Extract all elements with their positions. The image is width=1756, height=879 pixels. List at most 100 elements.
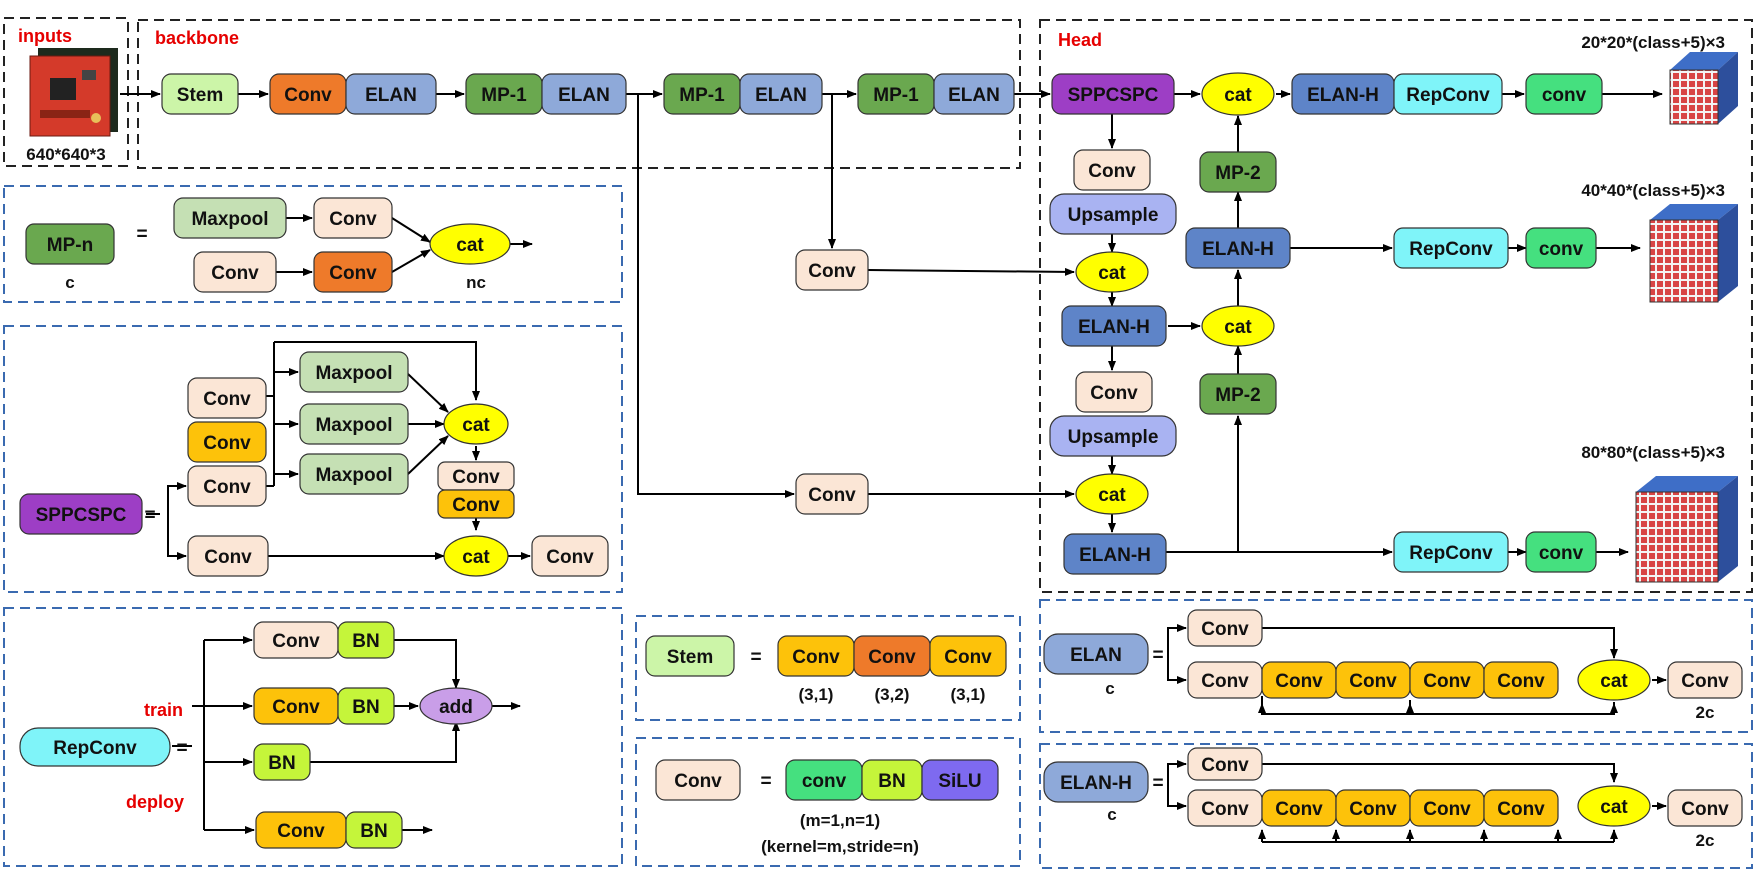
conv-label: Conv bbox=[272, 697, 320, 718]
stem-label: Stem bbox=[177, 85, 223, 106]
bn-label: BN bbox=[360, 821, 387, 842]
conv-label: Conv bbox=[1681, 799, 1729, 820]
cat-node bbox=[1075, 251, 1149, 293]
conv-label: Conv bbox=[1201, 671, 1249, 692]
elan-label: ELAN bbox=[558, 85, 610, 106]
bn-label: BN bbox=[352, 631, 379, 652]
repconv-block bbox=[1393, 531, 1509, 573]
conv-block bbox=[1187, 609, 1263, 647]
elan-h-block bbox=[1063, 533, 1167, 575]
add-node bbox=[419, 687, 493, 725]
cat-label: cat bbox=[462, 415, 490, 436]
conv-label: Conv bbox=[1681, 671, 1729, 692]
conv-label: Conv bbox=[284, 85, 332, 106]
cat-node bbox=[443, 535, 509, 577]
conv-label: Conv bbox=[1201, 619, 1249, 640]
conv-definition: Conv = conv BN SiLU (m=1,n=1) (kernel=m,… bbox=[655, 759, 999, 856]
maxpool-block bbox=[299, 351, 409, 393]
conv-label: Conv bbox=[329, 263, 377, 284]
conv-green-label: conv bbox=[802, 771, 847, 792]
conv-block bbox=[1075, 371, 1153, 413]
kernel-stride-3-1: (3,1) bbox=[799, 685, 834, 704]
elan-h-label: ELAN-H bbox=[1060, 773, 1132, 794]
upsample-block bbox=[1049, 193, 1177, 235]
feature-map-cube-icon bbox=[1635, 476, 1738, 583]
conv-block-yellow bbox=[437, 489, 515, 519]
conv-label: Conv bbox=[329, 209, 377, 230]
repconv-label: RepConv bbox=[1409, 543, 1493, 564]
cat-label: cat bbox=[456, 235, 484, 256]
conv-label: Conv bbox=[272, 631, 320, 652]
sppcspc-label: SPPCSPC bbox=[36, 505, 127, 526]
cat-node bbox=[443, 403, 509, 445]
conv-green-label: conv bbox=[1539, 543, 1584, 564]
conv-label: Conv bbox=[808, 485, 856, 506]
conv-block bbox=[313, 197, 393, 239]
repconv-frame bbox=[3, 607, 623, 867]
mpn-label: MP-n bbox=[47, 235, 93, 256]
conv-block bbox=[1667, 661, 1743, 699]
conv-label: Conv bbox=[1275, 671, 1323, 692]
upsample-label: Upsample bbox=[1068, 205, 1159, 226]
equals-sign: = bbox=[1152, 773, 1163, 794]
train-label: train bbox=[144, 700, 183, 720]
elan-h-block bbox=[1043, 761, 1149, 803]
backbone-nodes: Stem Conv ELAN MP-1 ELAN MP-1 ELAN MP-1 … bbox=[161, 73, 1015, 515]
conv-block bbox=[1667, 789, 1743, 827]
elanh-definition: ELAN-H = c Conv Conv Conv Conv Conv Conv… bbox=[1043, 747, 1743, 850]
conv-label: Conv bbox=[1423, 671, 1471, 692]
conv-block bbox=[531, 535, 609, 577]
conv-label: Conv bbox=[277, 821, 325, 842]
conv-block-yellow bbox=[929, 635, 1007, 677]
elanh-def-frame bbox=[1039, 743, 1753, 869]
sppcspc-frame bbox=[3, 325, 623, 593]
elanh-c-label: c bbox=[1107, 805, 1116, 824]
conv-label: Conv bbox=[211, 263, 259, 284]
backbone-title: backbone bbox=[155, 28, 239, 48]
equals-sign: = bbox=[1152, 645, 1163, 666]
maxpool-block bbox=[173, 197, 287, 239]
conv-label: Conv bbox=[1349, 799, 1397, 820]
repconv-label: RepConv bbox=[1409, 239, 1493, 260]
mpn-frame bbox=[3, 185, 623, 303]
conv-label: Conv bbox=[1349, 671, 1397, 692]
elan-def-frame bbox=[1039, 599, 1753, 733]
kernel-stride-label: (kernel=m,stride=n) bbox=[761, 837, 919, 856]
conv-block bbox=[187, 377, 267, 419]
mp1-label: MP-1 bbox=[873, 85, 919, 106]
conv-block bbox=[1187, 747, 1263, 781]
repconv-block bbox=[19, 727, 171, 767]
output-80-label: 80*80*(class+5)×3 bbox=[1581, 443, 1725, 462]
elanh-2c-label: 2c bbox=[1696, 831, 1715, 850]
mp1-label: MP-1 bbox=[481, 85, 527, 106]
mp2-block bbox=[1199, 373, 1277, 415]
feature-map-cube-icon bbox=[1649, 204, 1738, 303]
maxpool-label: Maxpool bbox=[315, 465, 392, 486]
conv-block bbox=[795, 249, 869, 291]
inputs-title: inputs bbox=[18, 26, 72, 46]
input-size-label: 640*640*3 bbox=[26, 145, 105, 164]
conv-block bbox=[795, 473, 869, 515]
upsample-label: Upsample bbox=[1068, 427, 1159, 448]
silu-label: SiLU bbox=[938, 771, 981, 792]
maxpool-block bbox=[299, 403, 409, 445]
upsample-block bbox=[1049, 415, 1177, 457]
elan-block bbox=[739, 73, 823, 115]
elan-block bbox=[541, 73, 627, 115]
conv-label: Conv bbox=[1201, 755, 1249, 776]
conv-label: Conv bbox=[204, 547, 252, 568]
elan-2c-label: 2c bbox=[1696, 703, 1715, 722]
cat-label: cat bbox=[1224, 317, 1252, 338]
elan-label: ELAN bbox=[365, 85, 417, 106]
bn-block bbox=[345, 811, 403, 849]
cat-node bbox=[1075, 473, 1149, 515]
conv-block-orange bbox=[313, 251, 393, 293]
elan-h-label: ELAN-H bbox=[1307, 85, 1379, 106]
repconv-label: RepConv bbox=[1406, 85, 1490, 106]
mpn-definition: MP-n c = Maxpool Conv Conv Conv cat nc bbox=[25, 197, 511, 293]
mp1-label: MP-1 bbox=[679, 85, 725, 106]
deploy-label: deploy bbox=[126, 792, 184, 812]
conv-label: Conv bbox=[1201, 799, 1249, 820]
stem-definition: Stem = Conv Conv Conv (3,1) (3,2) (3,1) bbox=[645, 635, 1007, 704]
conv-label: Conv bbox=[944, 647, 992, 668]
